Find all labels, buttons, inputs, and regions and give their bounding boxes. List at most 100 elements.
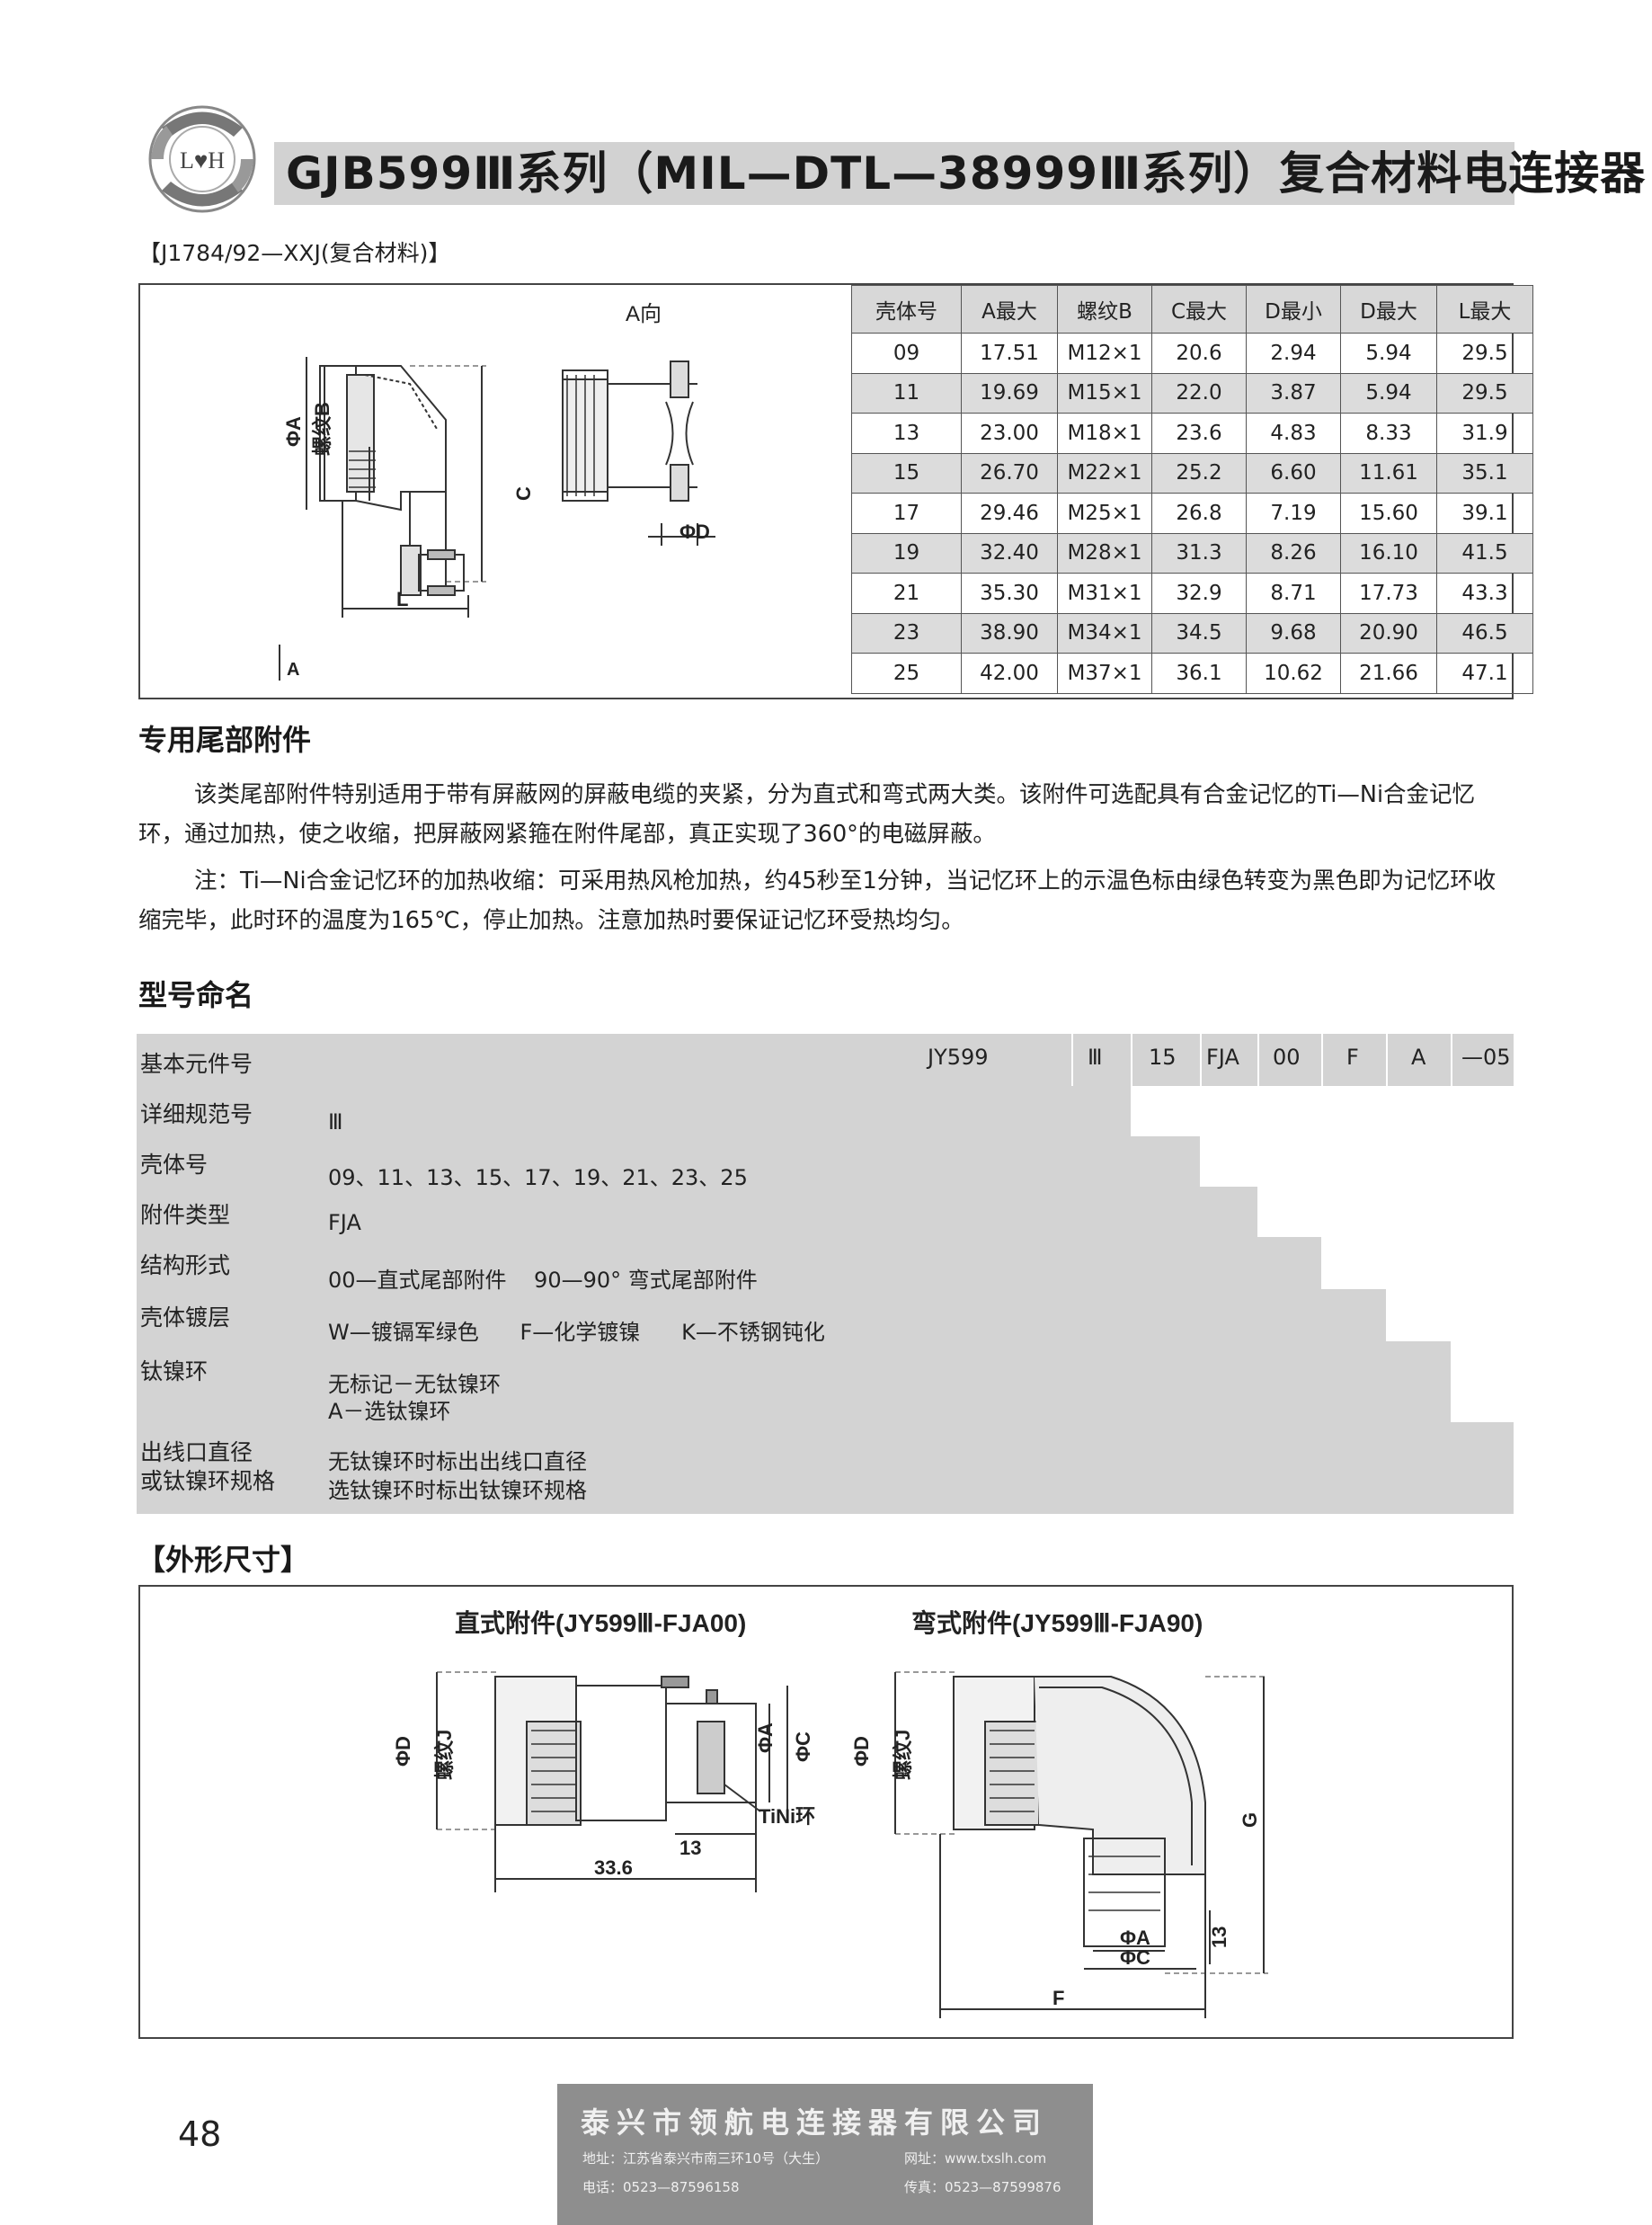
table-cell: 2.94 <box>1246 333 1341 374</box>
table-cell: 21.66 <box>1340 653 1437 694</box>
elbow-f: F <box>1052 1987 1064 2009</box>
col-d-max: D最大 <box>1340 285 1437 334</box>
value-outlet-2: 选钛镍环时标出钛镍环规格 <box>328 1478 587 1503</box>
label-structure: 结构形式 <box>140 1252 231 1278</box>
table-cell: 20.6 <box>1151 333 1247 374</box>
table-cell: 25 <box>851 653 962 694</box>
value-outlet-1: 无钛镍环时标出出线口直径 <box>328 1449 587 1474</box>
thread-b-label: 螺纹B <box>311 402 333 456</box>
table-cell: 11.61 <box>1340 452 1437 494</box>
table-cell: 25.2 <box>1151 452 1247 494</box>
table-cell: 36.1 <box>1151 653 1247 694</box>
table-cell: 16.10 <box>1340 532 1437 574</box>
code-structure: 00 <box>1273 1045 1301 1070</box>
company-phone: 电话：0523—87596158 <box>582 2179 740 2195</box>
table-cell: 35.1 <box>1436 452 1533 494</box>
elbow-phi-d: ΦD <box>850 1736 873 1767</box>
company-logo: L♥H <box>148 105 256 213</box>
straight-tini-ring: TiNi环 <box>759 1805 815 1828</box>
elbow-phi-c: ΦC <box>1120 1946 1150 1969</box>
arrow-a-label: A <box>287 660 299 680</box>
table-cell: M18×1 <box>1057 413 1152 454</box>
table-header-row: 壳体号 A最大 螺纹B C最大 D最小 D最大 L最大 <box>851 285 1533 334</box>
straight-thread-j: 螺纹J <box>433 1730 456 1780</box>
table-cell: 29.5 <box>1436 333 1533 374</box>
table-cell: M25×1 <box>1057 493 1152 534</box>
table-cell: 19 <box>851 532 962 574</box>
table-cell: M12×1 <box>1057 333 1152 374</box>
outline-box <box>138 1585 1514 2039</box>
col-l-max: L最大 <box>1436 285 1533 334</box>
table-cell: 9.68 <box>1246 612 1341 654</box>
straight-dim-33-6: 33.6 <box>594 1856 633 1879</box>
table-cell: 7.19 <box>1246 493 1341 534</box>
col-a-max: A最大 <box>961 285 1058 334</box>
table-cell: 17 <box>851 493 962 534</box>
table-cell: 32.40 <box>961 532 1058 574</box>
accessory-title: 专用尾部附件 <box>138 723 312 757</box>
table-cell: M28×1 <box>1057 532 1152 574</box>
table-cell: 5.94 <box>1340 372 1437 414</box>
value-plating: W—镀镉军绿色 F—化学镀镍 K—不锈钢钝化 <box>328 1320 825 1345</box>
table-cell: 46.5 <box>1436 612 1533 654</box>
table-cell: M37×1 <box>1057 653 1152 694</box>
table-cell: 23.00 <box>961 413 1058 454</box>
value-ring-2: A－选钛镍环 <box>328 1399 451 1424</box>
table-cell: 34.5 <box>1151 612 1247 654</box>
col-d-min: D最小 <box>1246 285 1341 334</box>
table-cell: 10.62 <box>1246 653 1341 694</box>
elbow-thread-j: 螺纹J <box>892 1730 914 1780</box>
table-cell: 47.1 <box>1436 653 1533 694</box>
table-cell: 39.1 <box>1436 493 1533 534</box>
table-cell: 5.94 <box>1340 333 1437 374</box>
table-cell: 8.33 <box>1340 413 1437 454</box>
table-cell: 19.69 <box>961 372 1058 414</box>
table-cell: 43.3 <box>1436 573 1533 614</box>
table-cell: 13 <box>851 413 962 454</box>
value-type: FJA <box>328 1210 361 1235</box>
table-cell: 11 <box>851 372 962 414</box>
model-subtitle: 【J1784/92—XXJ(复合材料)】 <box>138 240 451 266</box>
value-structure: 00—直式尾部附件 90—90° 弯式尾部附件 <box>328 1268 758 1293</box>
table-cell: 35.30 <box>961 573 1058 614</box>
logo-text: L♥H <box>180 147 225 174</box>
company-website: 网址：www.txslh.com <box>904 2150 1047 2167</box>
phi-a-label: ΦA <box>282 416 305 447</box>
label-plating: 壳体镀层 <box>140 1304 231 1331</box>
code-outlet: —05 <box>1461 1045 1511 1070</box>
label-shell: 壳体号 <box>140 1152 209 1178</box>
code-base: JY599 <box>928 1045 989 1070</box>
table-cell: 15.60 <box>1340 493 1437 534</box>
table-cell: 38.90 <box>961 612 1058 654</box>
straight-dim-13: 13 <box>679 1837 701 1859</box>
table-cell: 26.70 <box>961 452 1058 494</box>
label-outlet-1: 出线口直径 <box>140 1439 253 1465</box>
table-cell: 23 <box>851 612 962 654</box>
col-thread-b: 螺纹B <box>1057 285 1152 334</box>
table-cell: 31.9 <box>1436 413 1533 454</box>
code-plating: F <box>1346 1045 1359 1070</box>
table-cell: 42.00 <box>961 653 1058 694</box>
company-footer: 泰兴市领航电连接器有限公司 地址：江苏省泰兴市南三环10号（大生） 网址：www… <box>557 2084 1093 2225</box>
phi-d-label: ΦD <box>679 521 710 543</box>
table-cell: 15 <box>851 452 962 494</box>
table-cell: M34×1 <box>1057 612 1152 654</box>
value-ring-1: 无标记－无钛镍环 <box>328 1372 501 1397</box>
title-band <box>274 142 1514 205</box>
accessory-paragraph: 该类尾部附件特别适用于带有屏蔽网的屏蔽电缆的夹紧，分为直式和弯式两大类。该附件可… <box>138 781 1476 848</box>
code-spec: Ⅲ <box>1088 1045 1103 1070</box>
table-cell: 32.9 <box>1151 573 1247 614</box>
code-type: FJA <box>1206 1045 1239 1070</box>
table-cell: M31×1 <box>1057 573 1152 614</box>
straight-title: 直式附件(JY599Ⅲ-FJA00) <box>455 1609 746 1637</box>
table-cell: 29.5 <box>1436 372 1533 414</box>
value-shell: 09、11、13、15、17、19、21、23、25 <box>328 1165 748 1190</box>
company-fax: 传真：0523—87599876 <box>904 2179 1061 2195</box>
company-name: 泰兴市领航电连接器有限公司 <box>581 2105 1049 2140</box>
